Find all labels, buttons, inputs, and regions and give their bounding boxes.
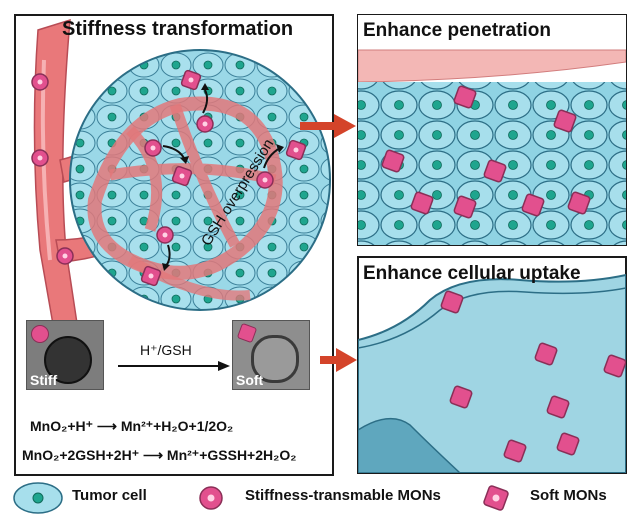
legend-stiff-mons-icon [199, 486, 223, 510]
equation-2: MnO₂+2GSH+2H⁺ ⟶ Mn²⁺+GSSH+2H₂O₂ [22, 447, 297, 463]
tem-stiff-image: Stiff [26, 320, 104, 390]
penetration-tissue [358, 15, 626, 245]
arrow-to-uptake [320, 348, 357, 372]
tem-soft-label: Soft [236, 372, 264, 388]
stiff-mons-left [31, 73, 274, 265]
arrow-to-penetration [300, 114, 356, 138]
legend-tumor-cell-label: Tumor cell [72, 487, 147, 504]
tem-arrow-label: H⁺/GSH [140, 342, 192, 358]
legend-soft-mons-icon [483, 485, 509, 511]
legend-tumor-cell-icon [13, 482, 63, 514]
tem-stiff-label: Stiff [30, 372, 58, 388]
legend-soft-mons-label: Soft MONs [530, 487, 607, 504]
tem-soft-image: Soft [232, 320, 310, 390]
title-stiffness-transformation: Stiffness transformation [62, 18, 294, 40]
equation-1: MnO₂+H⁺ ⟶ Mn²⁺+H₂O+1/2O₂ [30, 418, 234, 434]
transformation-arrows [162, 83, 284, 271]
title-enhance-cellular-uptake: Enhance cellular uptake [363, 263, 581, 284]
uptake-cell [358, 273, 626, 473]
tem-arrow [118, 361, 230, 371]
tumor-spheroid [69, 49, 331, 311]
legend-stiff-mons-label: Stiffness-transmable MONs [245, 487, 441, 504]
title-enhance-penetration: Enhance penetration [363, 20, 551, 41]
